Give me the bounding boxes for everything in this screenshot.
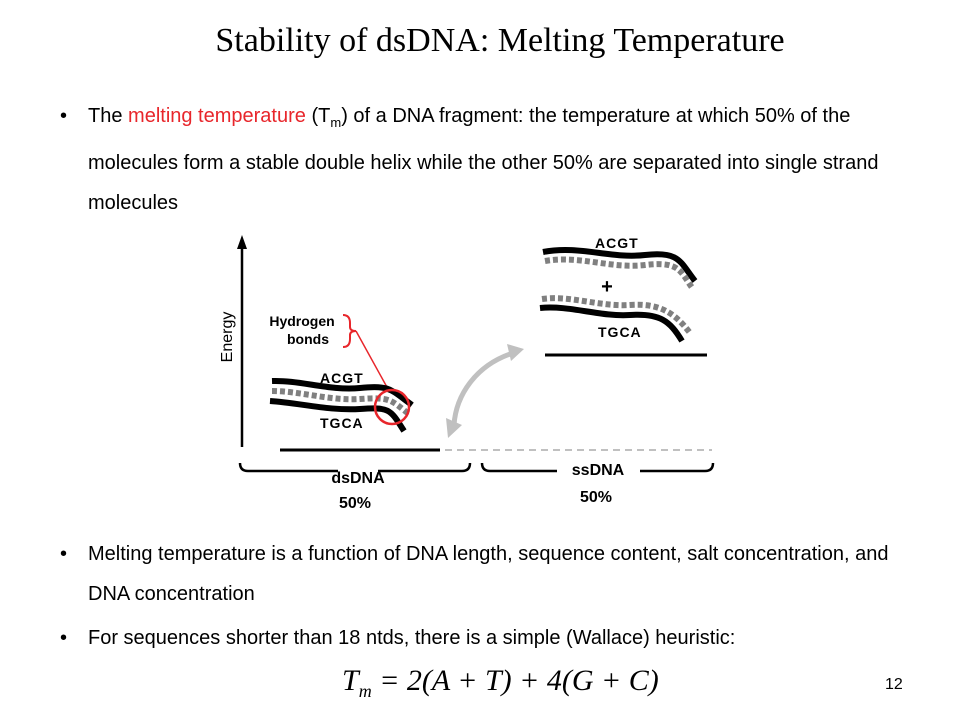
ssdna-brace bbox=[480, 462, 715, 473]
subscript-m: m bbox=[330, 115, 342, 130]
melting-temperature-term: melting temperature bbox=[128, 105, 306, 127]
dsdna-label: dsDNA bbox=[331, 470, 385, 487]
melting-diagram: Energy ACGT + TGCA Hydrogen bonds ACGT T… bbox=[219, 235, 715, 512]
ssdna-percent: 50% bbox=[580, 489, 612, 506]
hbond-pointer-line bbox=[355, 330, 389, 390]
hydrogen-label: Hydrogen bbox=[269, 313, 334, 329]
equilibrium-arrow bbox=[446, 344, 524, 438]
energy-axis-label: Energy bbox=[219, 312, 236, 363]
bonds-label: bonds bbox=[287, 331, 329, 347]
slide-title: Stability of dsDNA: Melting Temperature bbox=[215, 22, 785, 59]
plus-sign: + bbox=[601, 276, 613, 298]
hbond-highlight-circle bbox=[373, 388, 411, 426]
dsdna-helix bbox=[269, 377, 414, 433]
bullet-marker: • bbox=[60, 627, 68, 649]
text-mid: (T bbox=[305, 105, 331, 127]
energy-axis-arrowhead bbox=[237, 235, 247, 249]
wallace-formula: Tm = 2(A + T) + 4(G + C) bbox=[342, 664, 659, 702]
dsdna-percent: 50% bbox=[339, 495, 371, 512]
ssdna-label: ssDNA bbox=[572, 462, 625, 479]
page-number: 12 bbox=[885, 676, 903, 693]
bullet-text: For sequences shorter than 18 ntds, ther… bbox=[88, 627, 736, 649]
ds-top-sequence: ACGT bbox=[320, 370, 364, 386]
text-prefix: The bbox=[88, 105, 129, 127]
ss-top-sequence: ACGT bbox=[595, 235, 639, 251]
ssdna-top-strand bbox=[542, 247, 698, 291]
formula-lhs-subscript: m bbox=[358, 681, 372, 701]
bullet-marker: • bbox=[60, 543, 68, 565]
hbond-bracket bbox=[342, 314, 357, 348]
bullet-marker: • bbox=[60, 105, 68, 127]
ds-bottom-sequence: TGCA bbox=[320, 415, 364, 431]
ss-bottom-sequence: TGCA bbox=[598, 324, 642, 340]
dsdna-brace bbox=[238, 462, 472, 473]
formula-lhs: T bbox=[342, 664, 359, 697]
bullet-text: The melting temperature (Tm) of a DNA fr… bbox=[88, 96, 928, 223]
ssdna-bottom-strand bbox=[539, 295, 693, 343]
text-rest: ) of a DNA fragment: the temperature at … bbox=[88, 105, 879, 214]
formula-rhs: = 2(A + T) + 4(G + C) bbox=[371, 664, 659, 697]
bullet-text: Melting temperature is a function of DNA… bbox=[88, 543, 889, 605]
